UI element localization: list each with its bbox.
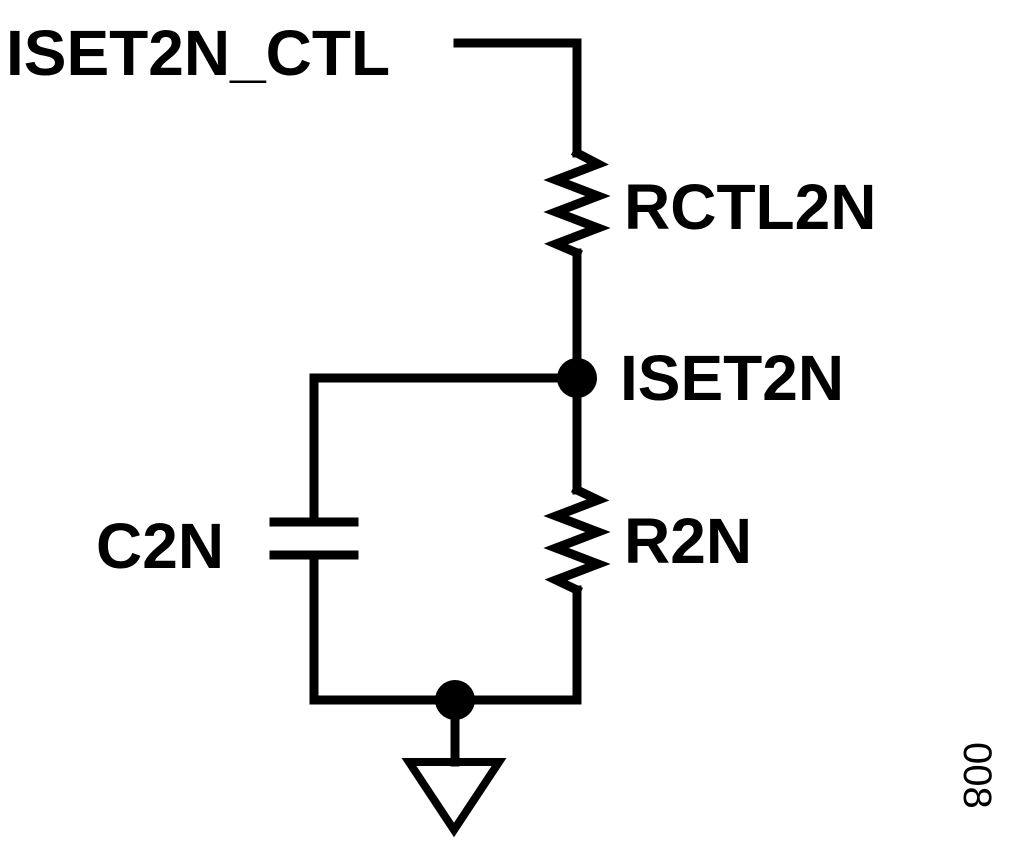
rctl2n-resistor-icon [543,146,611,259]
c2n-capacitor-icon [269,517,359,560]
capacitor-to-ground-wire [309,550,582,705]
figure-id-label: 008 [955,742,999,809]
ground-junction-icon [435,680,475,720]
r2n-label: R2N [624,505,752,577]
ground-icon [401,758,507,838]
control-wire [453,38,582,158]
r2n-resistor-icon [543,484,611,596]
control-net-label: ISET2N_CTL [6,17,390,89]
rctl2n-label: RCTL2N [624,171,876,243]
c2n-label: C2N [96,510,224,582]
iset2n-junction-icon [557,358,597,398]
iset2n-label: ISET2N [620,342,844,414]
node-to-capacitor-wire [309,373,582,527]
